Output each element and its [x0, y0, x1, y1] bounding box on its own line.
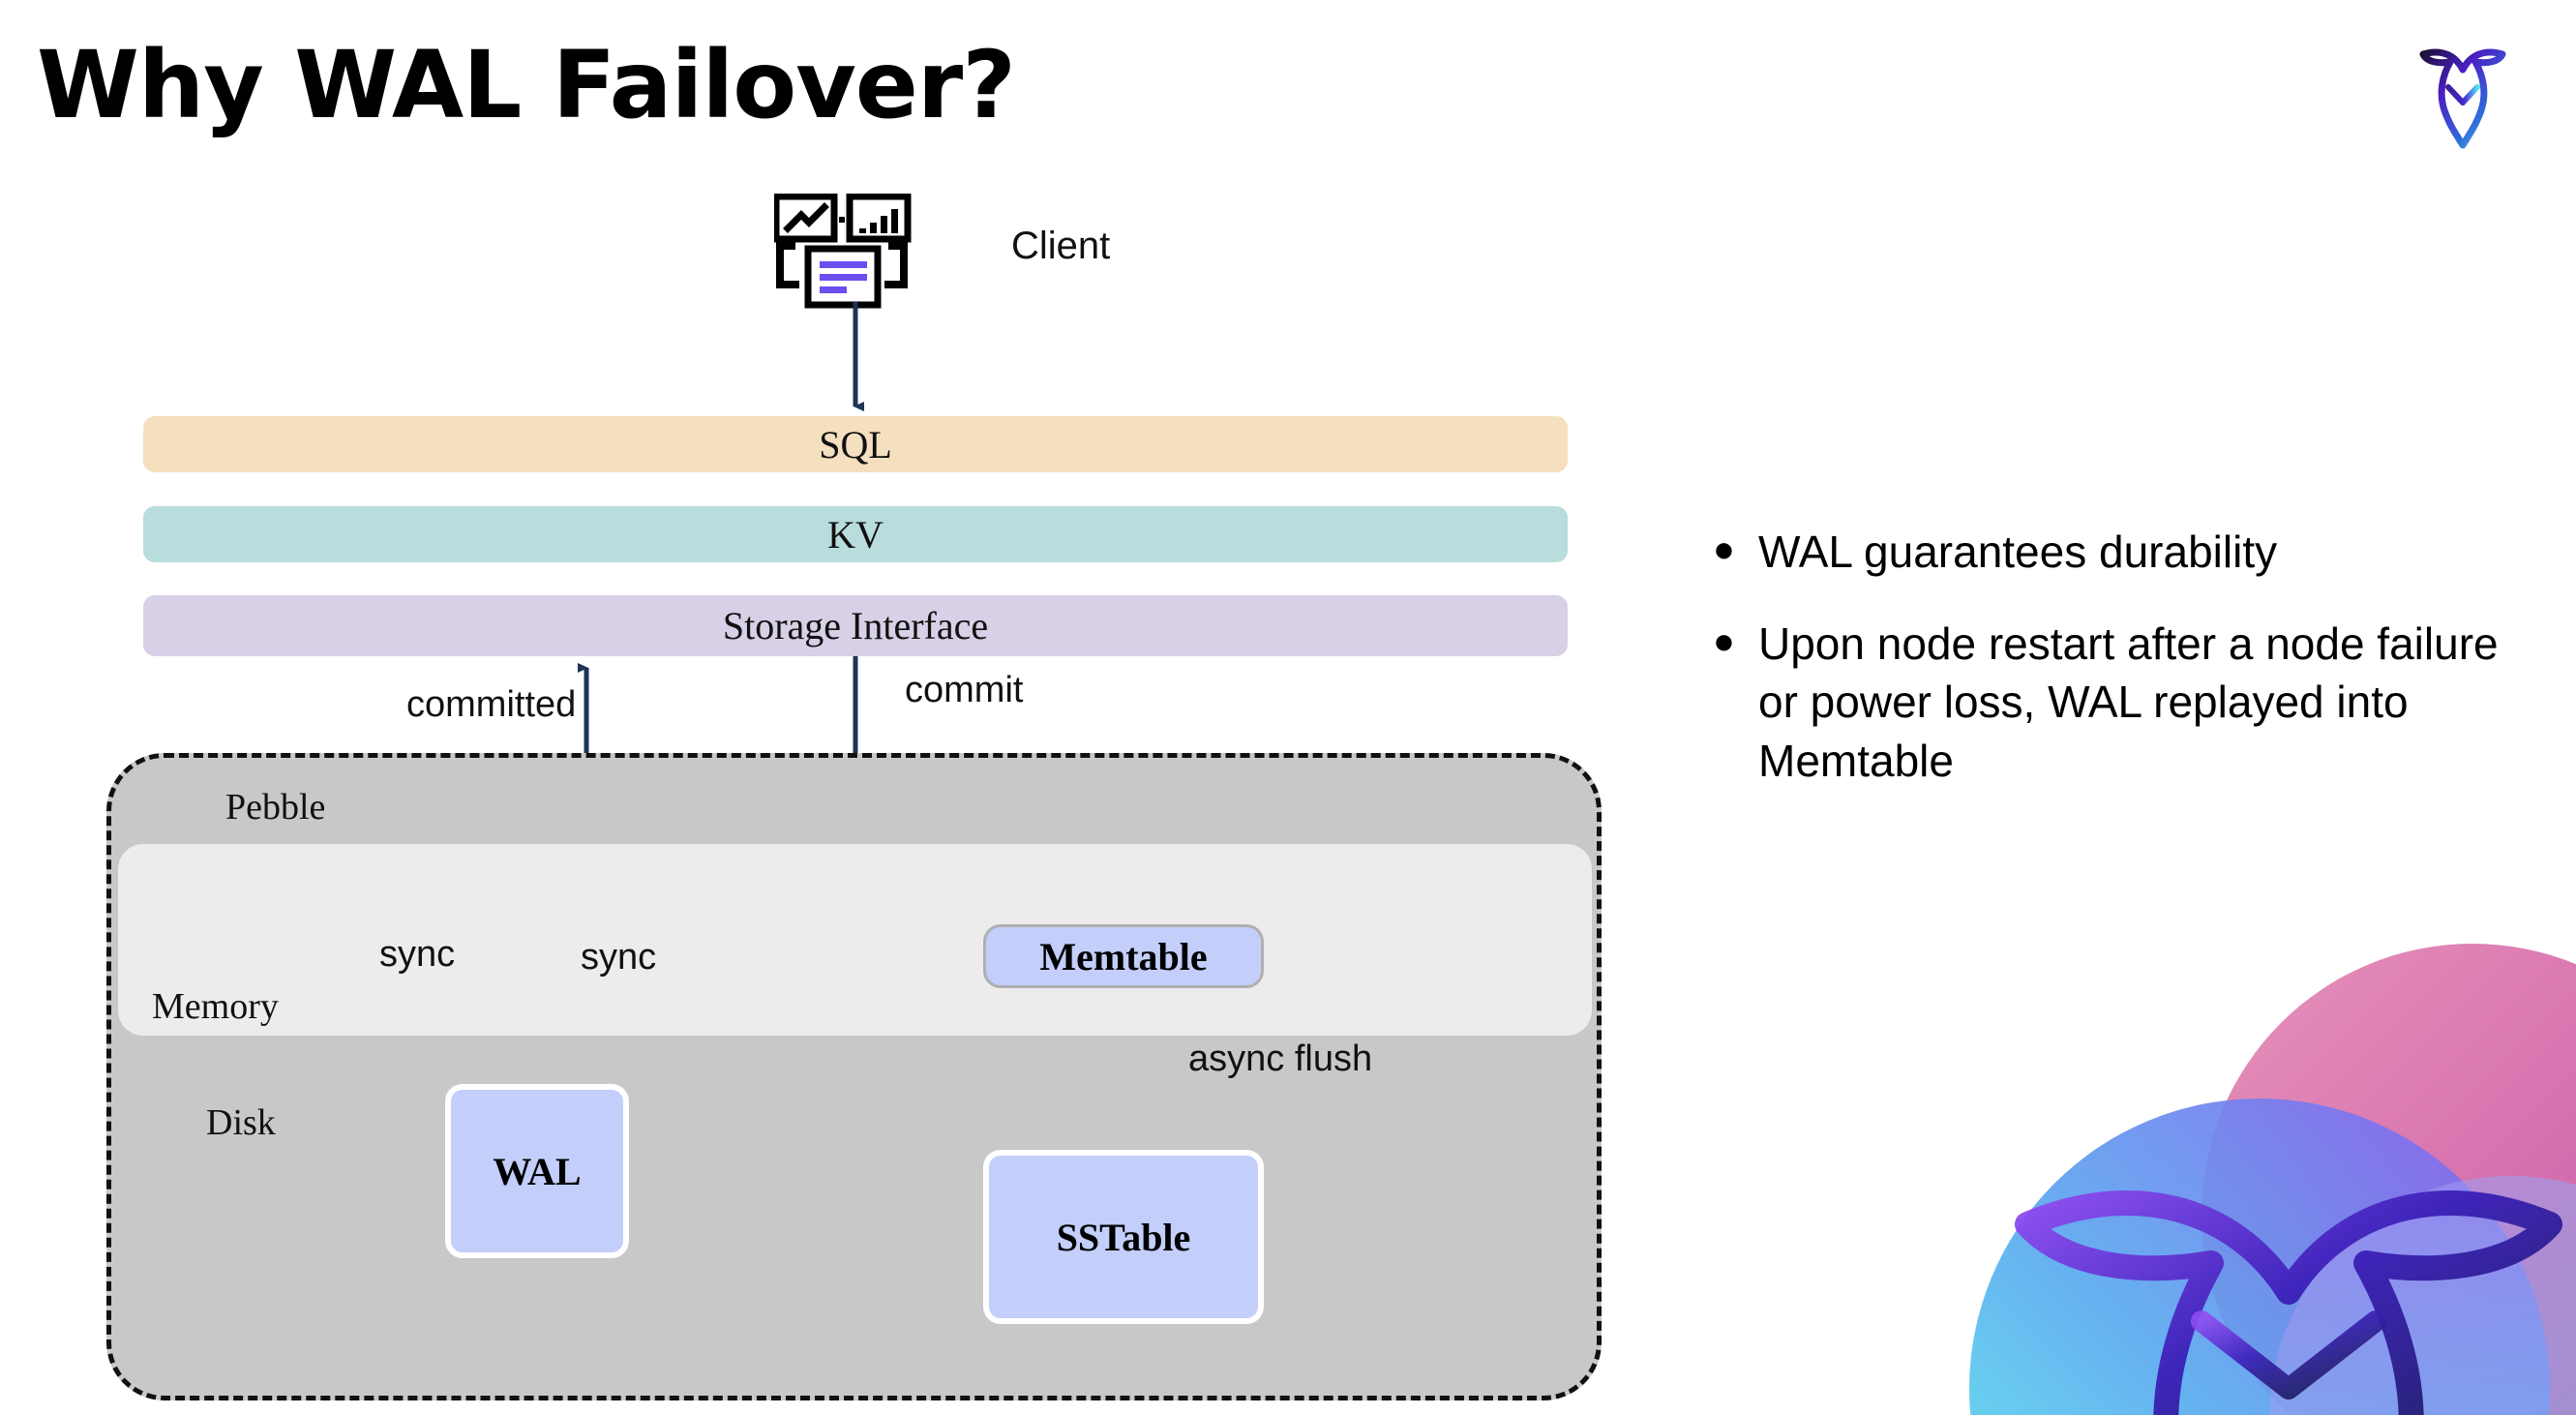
- edge-label-sync-right: sync: [581, 937, 657, 978]
- architecture-diagram: Client: [106, 193, 1602, 1400]
- edge-label-commit: commit: [905, 670, 1024, 710]
- page-title: Why WAL Failover?: [37, 31, 1016, 139]
- edge-label-committed: committed: [406, 684, 577, 725]
- client-device-icon: [772, 193, 929, 310]
- pebble-label: Pebble: [225, 787, 326, 828]
- layer-bar-sql[interactable]: SQL: [143, 416, 1568, 472]
- bullet-marker-icon: ●: [1713, 529, 1735, 570]
- layer-bar-kv[interactable]: KV: [143, 506, 1568, 562]
- bullet-text: Upon node restart after a node failure o…: [1758, 617, 2499, 787]
- node-memtable[interactable]: Memtable: [983, 924, 1264, 988]
- list-item: ● WAL guarantees durability: [1705, 523, 2528, 582]
- decorative-logo-watermark: [1969, 934, 2576, 1415]
- layer-bar-storage-interface[interactable]: Storage Interface: [143, 595, 1568, 656]
- disk-label: Disk: [206, 1102, 276, 1143]
- node-sstable[interactable]: SSTable: [983, 1150, 1264, 1324]
- bullet-text: WAL guarantees durability: [1758, 527, 2278, 577]
- bullet-list: ● WAL guarantees durability ● Upon node …: [1705, 523, 2528, 824]
- memory-label: Memory: [152, 986, 279, 1027]
- edge-label-sync-left: sync: [379, 934, 456, 975]
- node-wal[interactable]: WAL: [445, 1084, 629, 1258]
- cockroachdb-logo: [2410, 33, 2516, 149]
- bullet-marker-icon: ●: [1713, 620, 1735, 662]
- memory-region: [118, 844, 1592, 1036]
- client-label: Client: [1011, 225, 1111, 267]
- list-item: ● Upon node restart after a node failure…: [1705, 615, 2528, 791]
- edge-label-async-flush: async flush: [1188, 1039, 1373, 1079]
